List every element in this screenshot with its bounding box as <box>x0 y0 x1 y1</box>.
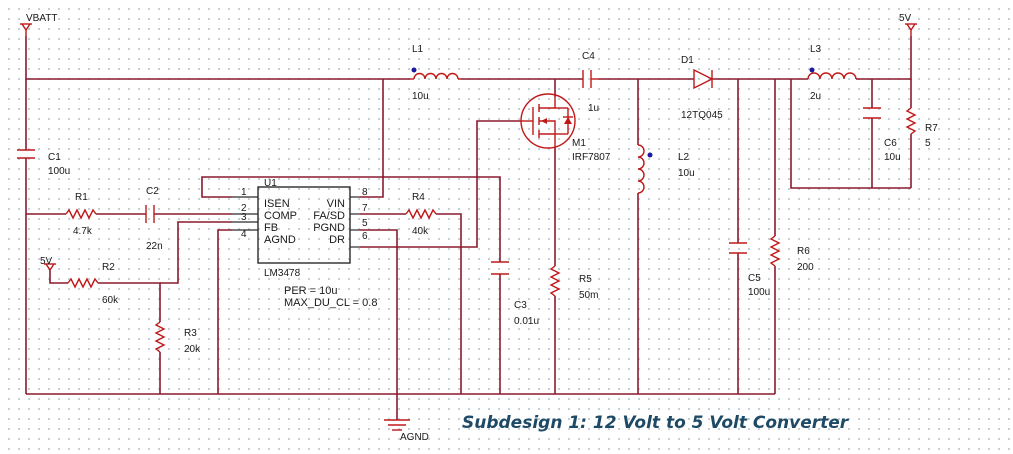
component-value: 100u <box>48 166 70 177</box>
component-value: 20k <box>184 344 201 355</box>
ic-pin-name: ISEN <box>264 198 290 210</box>
resistor-r6: R6 200 <box>769 235 814 273</box>
ic-ref: U1 <box>264 178 277 189</box>
ic-pin-num: 3 <box>241 212 247 223</box>
component-value: 40k <box>412 226 429 237</box>
component-value: 10u <box>678 168 695 179</box>
component-value: 1u <box>588 103 599 114</box>
component-value: 2u <box>810 91 821 102</box>
resistor-r7: R7 5 <box>905 107 938 149</box>
component-ref: L1 <box>412 44 424 55</box>
component-ref: C1 <box>48 152 61 163</box>
ic-pin-num: 1 <box>241 187 247 198</box>
ic-pin-name: FA/SD <box>313 210 345 222</box>
component-ref: C6 <box>884 138 897 149</box>
vbatt-label: VBATT <box>26 13 57 24</box>
component-value: 50m <box>579 290 598 301</box>
component-value: 200 <box>797 262 814 273</box>
ic-pin-num: 2 <box>241 203 247 214</box>
vout-port: 5V <box>899 13 917 36</box>
agnd-label: AGND <box>400 432 429 443</box>
inductor-l3: L3 2u <box>807 44 857 102</box>
diagram-caption: Subdesign 1: 12 Volt to 5 Volt Converter <box>462 413 850 433</box>
resistor-r1: R1 4.7k <box>65 192 97 237</box>
ic-param: PER = 10u <box>284 285 338 297</box>
component-ref: M1 <box>572 138 586 149</box>
component-ref: C2 <box>146 186 159 197</box>
ic-pin-num: 8 <box>362 187 368 198</box>
v5-input-label: 5V <box>40 256 53 267</box>
diode-d1: D1 12TQ045 <box>681 55 723 121</box>
component-ref: C5 <box>748 273 761 284</box>
polarity-dot <box>411 67 417 73</box>
capacitor-c1: C1 100u <box>17 149 70 177</box>
component-value: 12TQ045 <box>681 110 723 121</box>
component-ref: C4 <box>582 51 595 62</box>
polarity-dot <box>809 67 815 73</box>
wires <box>25 36 912 420</box>
capacitor-c2: C2 22n <box>145 186 163 252</box>
component-ref: L2 <box>678 152 690 163</box>
ic-body <box>257 186 351 264</box>
v5-input-port: 5V <box>40 256 56 272</box>
component-value: 10u <box>884 152 901 163</box>
ic-pin-name: DR <box>329 234 345 246</box>
component-ref: R1 <box>75 192 88 203</box>
component-ref: D1 <box>681 55 694 66</box>
ic-pin-num: 4 <box>241 229 247 240</box>
capacitor-c4: C4 1u <box>582 51 599 114</box>
component-value: 100u <box>748 287 770 298</box>
resistor-r3: R3 20k <box>154 321 201 355</box>
ic-pin-name: AGND <box>264 234 296 246</box>
agnd-ground-symbol: AGND <box>384 419 429 443</box>
component-value: 0.01u <box>514 316 539 327</box>
capacitor-c5: C5 100u <box>729 242 770 298</box>
component-ref: R2 <box>102 262 115 273</box>
capacitor-c3: C3 0.01u <box>491 261 539 327</box>
ic-pin-name: COMP <box>264 210 297 222</box>
component-ref: C3 <box>514 300 527 311</box>
ic-part: LM3478 <box>264 268 301 279</box>
mosfet-m1: M1 IRF7807 <box>520 93 611 163</box>
vout-label: 5V <box>899 13 912 24</box>
ic-pin-num: 7 <box>362 203 368 214</box>
component-value: 5 <box>925 138 931 149</box>
resistor-r4: R4 40k <box>405 192 437 237</box>
component-ref: R4 <box>412 192 425 203</box>
component-ref: R3 <box>184 328 197 339</box>
ic-pin-num: 5 <box>362 218 368 229</box>
ic-pin-num: 6 <box>362 231 368 242</box>
component-value: 10u <box>412 91 429 102</box>
component-value: IRF7807 <box>572 152 611 163</box>
resistor-r5: R5 50m <box>549 265 598 301</box>
ic-pin-name: FB <box>264 222 278 234</box>
polarity-dot <box>647 152 653 158</box>
inductor-l2: L2 10u <box>637 144 695 194</box>
component-ref: R7 <box>925 123 938 134</box>
ic-pin-name: PGND <box>313 222 345 234</box>
component-value: 4.7k <box>73 226 93 237</box>
ic-param: MAX_DU_CL = 0.8 <box>284 297 377 309</box>
component-ref: R6 <box>797 246 810 257</box>
component-ref: R5 <box>579 274 592 285</box>
ic-u1: U1 LM3478 1 2 3 4 ISEN COMP FB AGND 8 7 … <box>232 178 377 309</box>
ic-pin-name: VIN <box>327 198 345 210</box>
component-ref: L3 <box>810 44 822 55</box>
component-value: 22n <box>146 241 163 252</box>
vbatt-port: VBATT <box>20 13 57 36</box>
capacitor-c6: C6 10u <box>863 107 901 163</box>
component-value: 60k <box>102 295 119 306</box>
inductor-l1: L1 10u <box>410 44 461 102</box>
resistor-r2: R2 60k <box>67 262 119 306</box>
